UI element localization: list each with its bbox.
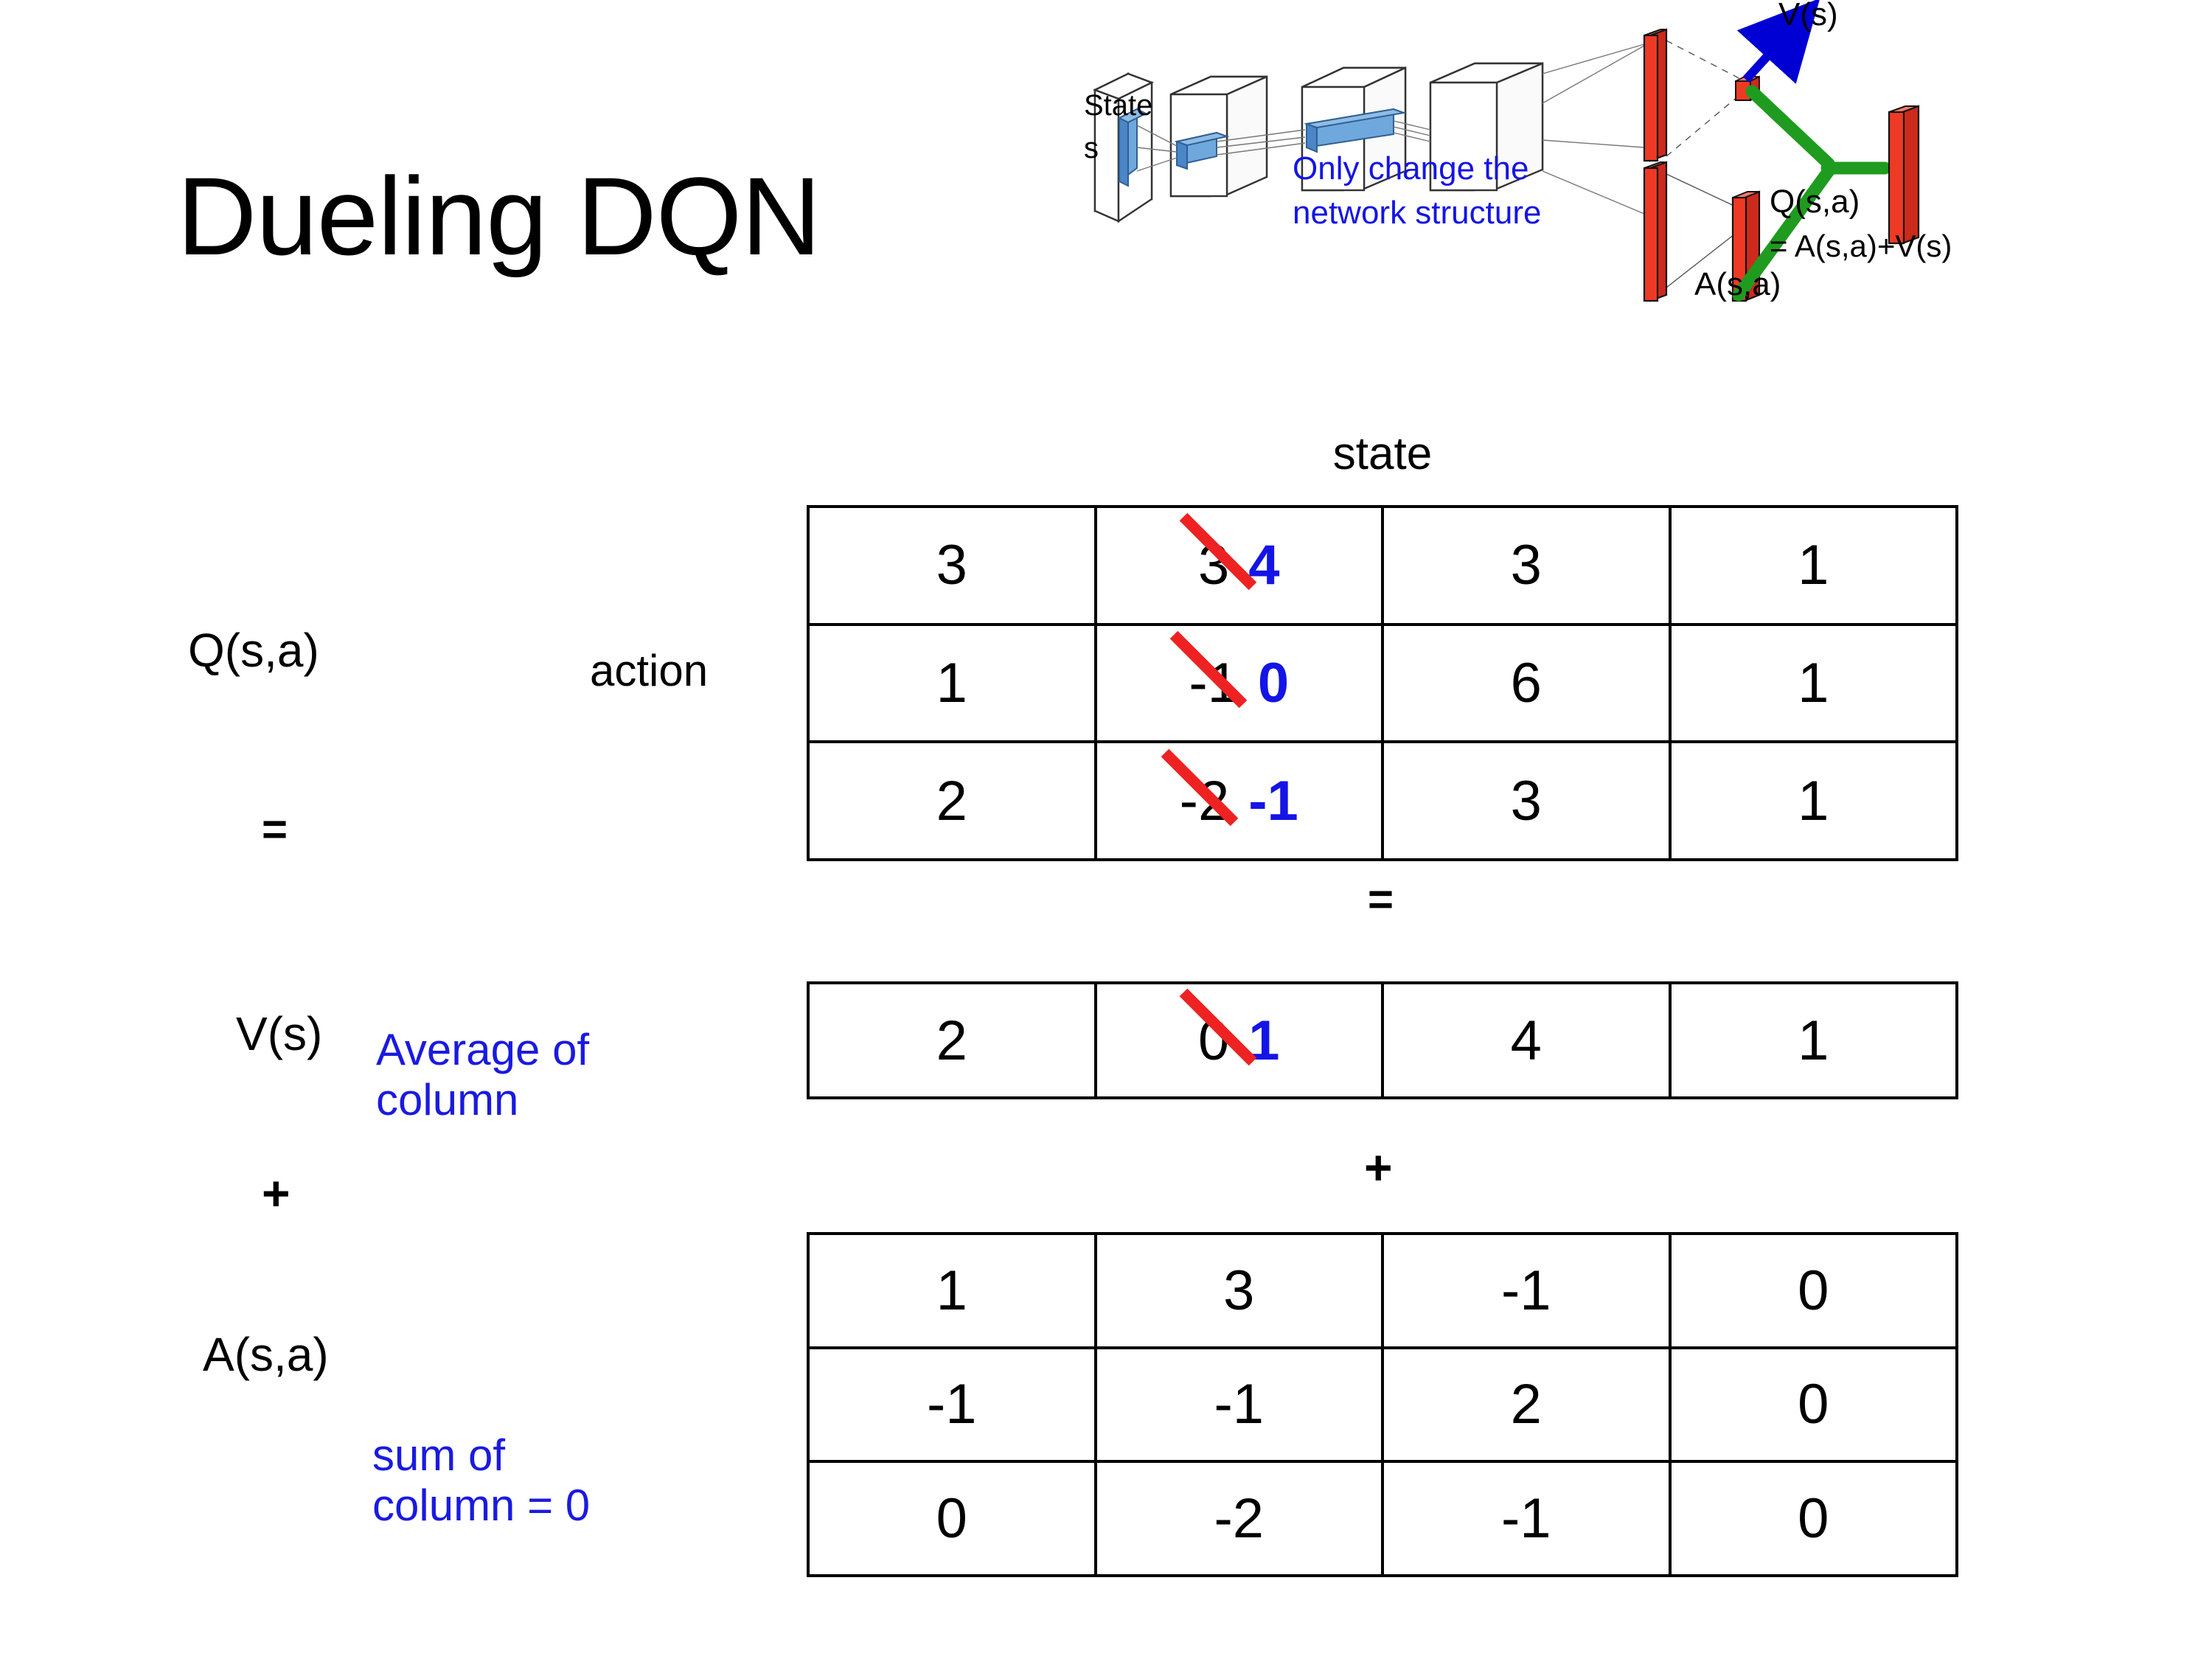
table-row: 0 -2 -1 0 <box>807 1460 1958 1577</box>
a-of-sa-label: A(s,a) <box>1694 266 1781 302</box>
page-title: Dueling DQN <box>177 154 821 278</box>
table-row: 1 3 -1 0 <box>807 1232 1958 1349</box>
sum-of-column-note: sum of column = 0 <box>372 1430 785 1531</box>
cell-a-r2c3: 0 <box>1668 1460 1958 1577</box>
table-row: -1 -1 2 0 <box>807 1346 1958 1464</box>
average-note-line1: Average of <box>376 1025 590 1074</box>
plus-sign-middle: + <box>1364 1140 1393 1194</box>
cell-q-r2c3: 1 <box>1668 740 1958 861</box>
struck-old-value: -1 <box>1170 630 1248 715</box>
q-of-sa-label-line2: = A(s,a)+V(s) <box>1770 229 1952 263</box>
table-row: 2 0 1 4 1 <box>807 981 1958 1099</box>
sum-note-line1: sum of <box>372 1430 506 1480</box>
equals-sign-left: = <box>262 804 291 854</box>
cell-q-r0c3: 1 <box>1668 505 1958 626</box>
a-table-label: A(s,a) <box>203 1328 329 1381</box>
new-value: 1 <box>1248 1009 1280 1072</box>
new-value: 0 <box>1257 651 1290 714</box>
cell-q-r1c2: 6 <box>1381 622 1672 744</box>
cell-a-r0c3: 0 <box>1668 1232 1958 1349</box>
cell-a-r0c2: -1 <box>1381 1232 1672 1349</box>
struck-old-value: 3 <box>1179 513 1257 597</box>
equals-sign-middle: = <box>1368 874 1397 924</box>
cell-q-r1c3: 1 <box>1668 622 1958 744</box>
table-row: 2 -2 -1 3 1 <box>807 740 1958 861</box>
cell-v-r0c1: 0 1 <box>1093 981 1384 1099</box>
q-table-label: Q(s,a) <box>188 624 319 677</box>
v-value-table: 2 0 1 4 1 <box>807 981 1958 1099</box>
cell-q-r0c0: 3 <box>807 505 1097 626</box>
plus-sign-left: + <box>262 1166 291 1220</box>
state-label-line1: State <box>1084 89 1152 122</box>
new-value: -1 <box>1248 769 1298 832</box>
cell-a-r1c0: -1 <box>807 1346 1097 1464</box>
table-row: 1 -1 0 6 1 <box>807 622 1958 744</box>
cell-q-r1c0: 1 <box>807 622 1097 744</box>
diagram-note-line2: network structure <box>1293 195 1541 231</box>
cell-v-r0c0: 2 <box>807 981 1097 1099</box>
cell-a-r0c0: 1 <box>807 1232 1097 1349</box>
struck-old-value: -2 <box>1161 748 1238 833</box>
cell-a-r1c1: -1 <box>1093 1346 1384 1464</box>
cell-a-r1c3: 0 <box>1668 1346 1958 1464</box>
average-of-column-note: Average of column <box>376 1025 759 1125</box>
cell-q-r1c1: -1 0 <box>1093 622 1384 744</box>
new-value: 4 <box>1248 534 1280 597</box>
cell-q-r0c1: 3 4 <box>1093 505 1384 626</box>
average-note-line2: column <box>376 1074 519 1124</box>
cell-a-r0c1: 3 <box>1093 1232 1384 1349</box>
q-of-sa-label-line1: Q(s,a) <box>1770 184 1860 220</box>
sum-note-line2: column = 0 <box>372 1480 591 1530</box>
cell-q-r2c2: 3 <box>1381 740 1672 861</box>
v-of-s-label: V(s) <box>1778 0 1838 32</box>
struck-old-value: 0 <box>1179 988 1257 1073</box>
cell-v-r0c2: 4 <box>1381 981 1672 1099</box>
cell-q-r2c0: 2 <box>807 740 1097 861</box>
cell-q-r0c2: 3 <box>1381 505 1672 626</box>
cell-a-r2c0: 0 <box>807 1460 1097 1577</box>
cell-a-r1c2: 2 <box>1381 1346 1672 1464</box>
diagram-note-line1: Only change the <box>1293 150 1528 187</box>
cell-a-r2c1: -2 <box>1093 1460 1384 1577</box>
a-value-table: 1 3 -1 0 -1 -1 2 0 0 -2 -1 0 <box>807 1232 1958 1577</box>
state-label-line2: s <box>1084 132 1099 164</box>
cell-q-r2c1: -2 -1 <box>1093 740 1384 861</box>
state-axis-label: state <box>1332 428 1433 479</box>
cell-v-r0c3: 1 <box>1668 981 1958 1099</box>
cell-a-r2c2: -1 <box>1381 1460 1672 1577</box>
table-row: 3 3 4 3 1 <box>807 505 1958 626</box>
action-axis-label: action <box>590 646 709 695</box>
q-value-table: 3 3 4 3 1 1 -1 <box>807 505 1958 861</box>
v-table-label: V(s) <box>236 1007 323 1060</box>
dueling-network-diagram: State s Only change the network structur… <box>1084 0 2212 413</box>
